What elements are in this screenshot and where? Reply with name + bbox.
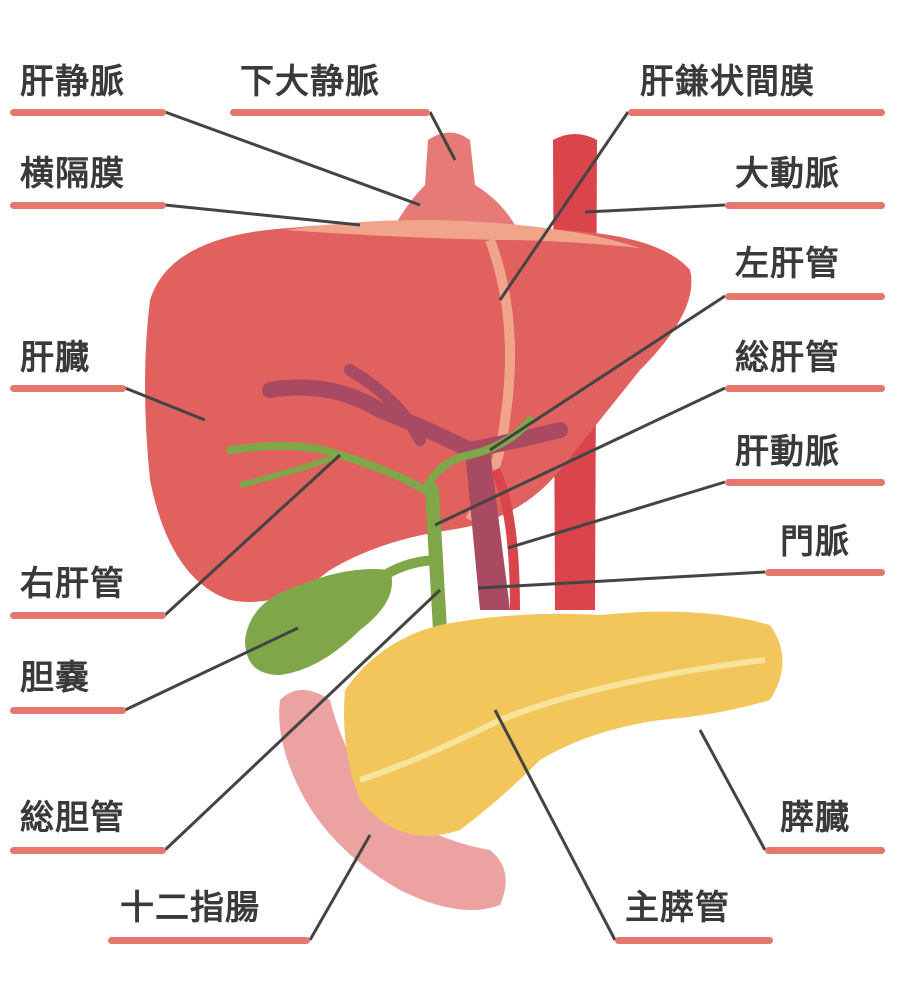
liver <box>145 221 692 602</box>
label-duodenum: 十二指腸 <box>120 888 260 928</box>
underline <box>765 569 885 576</box>
duodenum <box>279 690 506 910</box>
label-pancreas: 膵臓 <box>780 798 850 838</box>
label-right-hepatic-duct: 右肝管 <box>20 564 125 604</box>
underline <box>725 479 885 486</box>
label-main-pancreatic-duct: 主膵管 <box>625 888 730 928</box>
underline <box>725 385 885 392</box>
pancreas <box>344 611 783 836</box>
underline <box>10 707 126 714</box>
label-liver: 肝臓 <box>20 338 90 378</box>
underline <box>10 847 166 854</box>
underline <box>10 385 126 392</box>
underline <box>10 202 166 209</box>
underline <box>725 293 885 300</box>
label-falciform-ligament: 肝鎌状間膜 <box>640 62 815 102</box>
underline <box>615 937 773 944</box>
label-diaphragm: 横隔膜 <box>20 154 125 194</box>
gallbladder <box>245 569 392 675</box>
underline <box>725 202 885 209</box>
underline <box>10 612 166 619</box>
portal-vein <box>465 450 510 610</box>
underline <box>230 109 430 116</box>
label-left-hepatic-duct: 左肝管 <box>735 244 840 284</box>
label-common-bile-duct: 総胆管 <box>20 798 125 838</box>
underline <box>10 109 166 116</box>
label-inferior-vena-cava: 下大静脈 <box>240 62 380 102</box>
underline <box>628 109 885 116</box>
label-aorta: 大動脈 <box>735 154 840 194</box>
underline <box>108 937 310 944</box>
underline <box>765 847 885 854</box>
label-gallbladder: 胆嚢 <box>20 658 90 698</box>
inferior-vena-cava <box>395 132 515 225</box>
label-portal-vein: 門脈 <box>780 522 850 562</box>
label-hepatic-artery: 肝動脈 <box>735 432 840 472</box>
label-common-hepatic-duct: 総肝管 <box>735 338 840 378</box>
leader-lines <box>124 110 767 941</box>
label-hepatic-vein: 肝静脈 <box>20 62 125 102</box>
hepatic-artery <box>490 467 520 611</box>
main-pancreatic-duct <box>359 657 766 783</box>
